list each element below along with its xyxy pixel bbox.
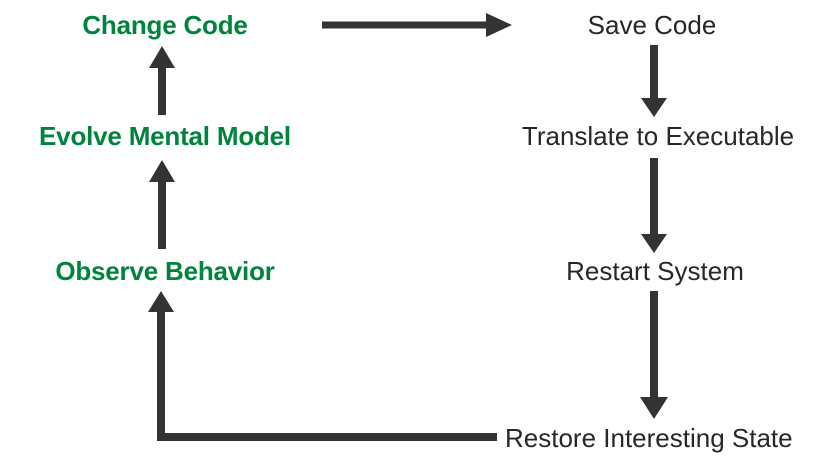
arrowhead-up-icon — [149, 46, 175, 68]
arrowhead-down-icon — [641, 98, 667, 117]
edge-save-code-to-translate[interactable] — [641, 45, 667, 117]
arrowhead-down-icon — [640, 397, 668, 419]
node-restart-system[interactable]: Restart System — [566, 256, 744, 286]
edge-restore-to-observe[interactable] — [148, 291, 497, 441]
arrowhead-down-icon — [641, 234, 667, 253]
edge-translate-to-restart[interactable] — [641, 158, 667, 253]
node-observe-behavior[interactable]: Observe Behavior — [55, 256, 275, 286]
edge-observe-to-evolve[interactable] — [149, 160, 175, 249]
edge-evolve-to-change-code[interactable] — [149, 46, 175, 115]
node-translate-to-executable[interactable]: Translate to Executable — [521, 121, 795, 151]
edge-restart-to-restore[interactable] — [640, 291, 668, 419]
node-evolve-mental-model[interactable]: Evolve Mental Model — [39, 121, 291, 151]
node-restore-interesting-state[interactable]: Restore Interesting State — [505, 423, 793, 453]
arrowhead-up-icon — [148, 291, 174, 312]
edge-change-code-to-save-code[interactable] — [322, 13, 512, 37]
node-change-code[interactable]: Change Code — [82, 10, 248, 40]
edge-shaft — [157, 310, 497, 441]
arrowhead-up-icon — [149, 160, 175, 182]
node-save-code[interactable]: Save Code — [587, 10, 717, 40]
arrowhead-right-icon — [486, 13, 512, 37]
